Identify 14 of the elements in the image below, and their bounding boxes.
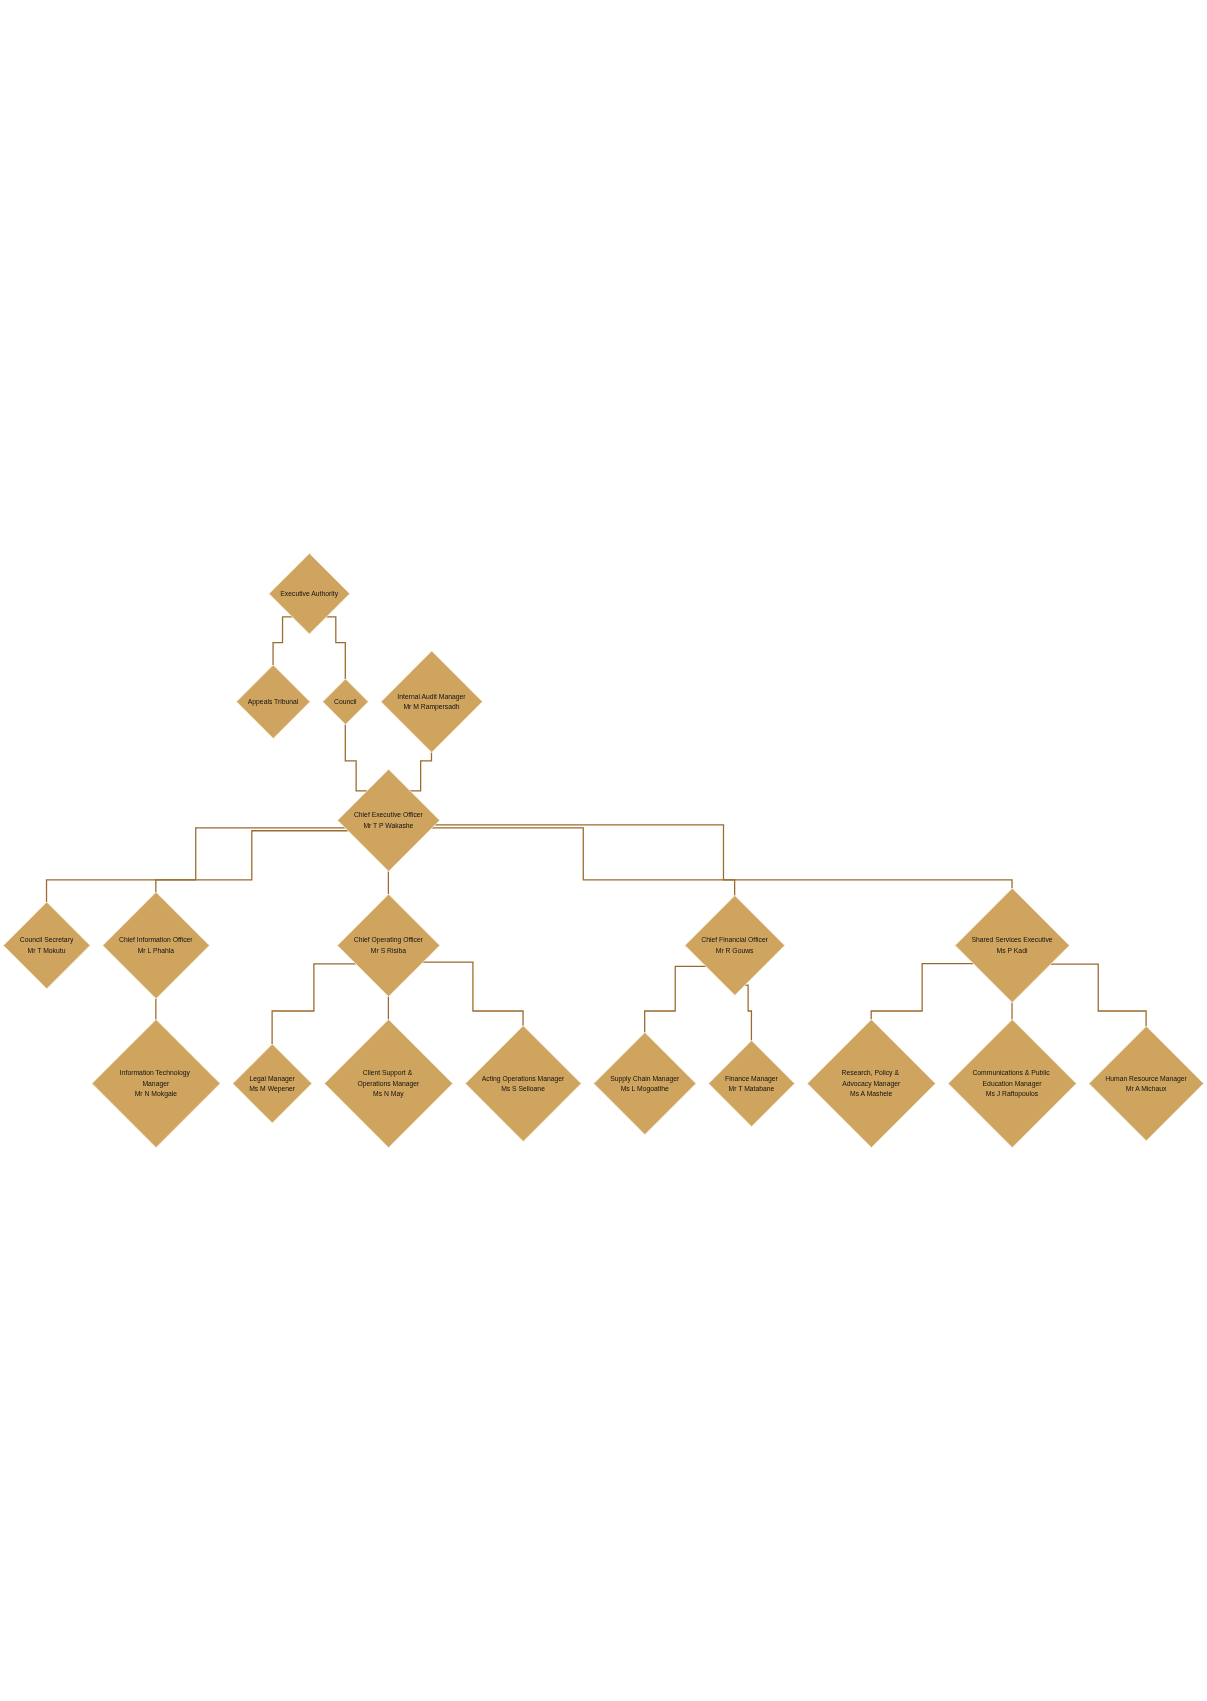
connector xyxy=(870,962,974,1021)
connector xyxy=(434,824,1013,889)
connector xyxy=(272,616,293,666)
connector xyxy=(387,870,390,895)
connector xyxy=(155,830,349,893)
connector xyxy=(744,984,753,1042)
connector xyxy=(387,995,390,1021)
connector xyxy=(1011,1001,1013,1021)
connector xyxy=(271,963,357,1045)
connector xyxy=(344,723,368,792)
connector xyxy=(45,827,346,903)
connector xyxy=(431,827,736,897)
connector xyxy=(644,965,707,1034)
connector xyxy=(155,998,157,1021)
